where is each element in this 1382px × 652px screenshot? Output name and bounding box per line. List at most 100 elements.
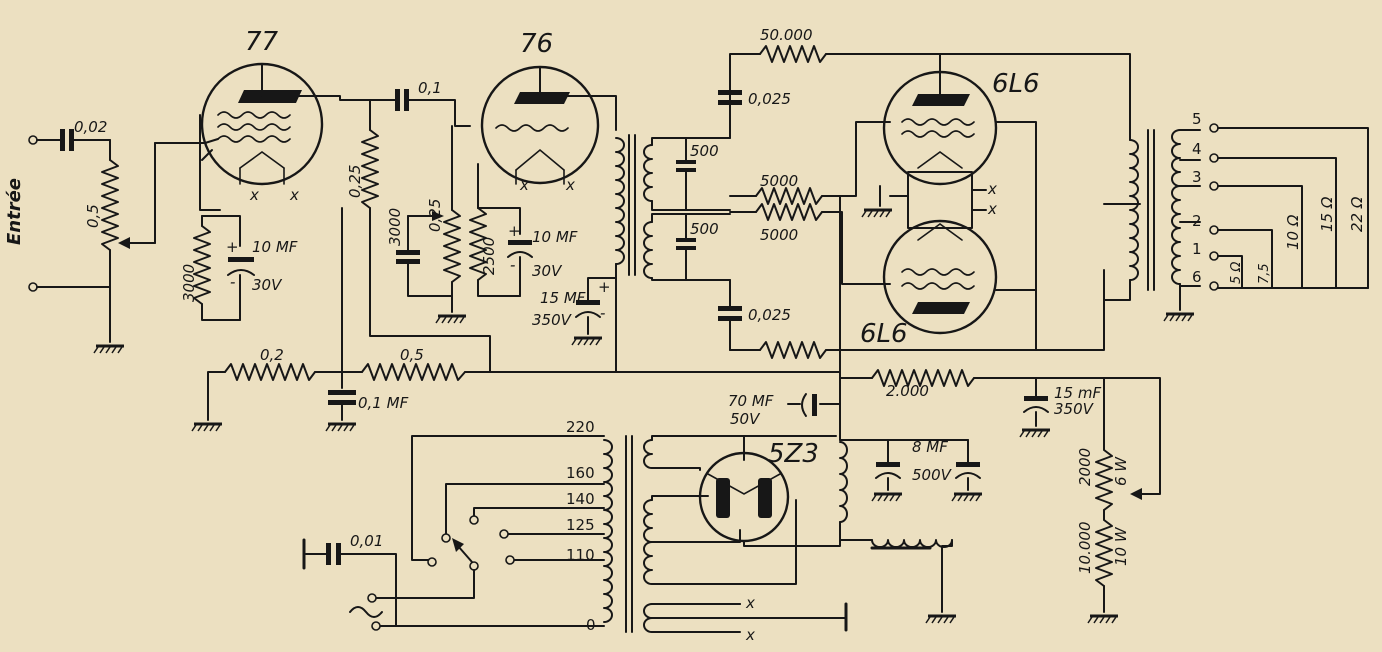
- heater-mark: x: [249, 186, 259, 204]
- label-r2000b: 2000: [1076, 448, 1094, 486]
- polarity-plus: +: [598, 278, 611, 296]
- impedance-label: 22 Ω: [1348, 196, 1366, 232]
- label-c15mf-b: 15 mF: [1054, 384, 1101, 402]
- bypass-capacitor-500-a: [676, 137, 696, 211]
- hv-rail: [973, 377, 1161, 495]
- tube-label-6l6-upper: 6L6: [992, 69, 1040, 99]
- screen-wire-77: [199, 114, 221, 211]
- cathode-bus: [907, 171, 973, 229]
- output-tap-4: [1179, 153, 1337, 289]
- tube-label-77: 77: [245, 27, 279, 57]
- output-tap-6: [1179, 281, 1369, 291]
- grid-wire-77: [154, 138, 219, 144]
- grid-resistor-5000-b: [755, 203, 823, 221]
- label-c10mf-a: 10 MF: [252, 238, 298, 256]
- polarity-minus: -: [510, 256, 515, 274]
- bypass-capacitor-500-b: [676, 213, 696, 281]
- anode-wire-77: [261, 63, 396, 101]
- mains-tap-label: 140: [566, 490, 595, 508]
- svg-text:3000: 3000: [180, 264, 198, 302]
- svg-text:Entrée: Entrée: [4, 178, 25, 245]
- feedback-wire: [825, 53, 1131, 141]
- heater-mark: x: [987, 180, 997, 198]
- ground-symbol: [434, 314, 468, 325]
- decoupling-wire: [207, 371, 226, 421]
- grid-wire: [821, 121, 891, 197]
- svg-text:5 Ω: 5 Ω: [1229, 262, 1244, 284]
- polarity-plus: +: [226, 238, 239, 256]
- output-transformer-secondary: [1171, 129, 1181, 311]
- label-r3000a: 3000: [180, 264, 198, 302]
- decoupling-capacitor-0-1mf: [328, 390, 356, 421]
- label-c50v: 50V: [730, 410, 761, 428]
- label-c10mf-b: 10 MF: [532, 228, 578, 246]
- impedance-label: 5 Ω: [1229, 262, 1244, 284]
- mains-tap-label: 220: [566, 418, 595, 436]
- feedback-capacitor-0-025-a: [718, 90, 742, 105]
- anode-wire-76: [539, 66, 617, 131]
- label-c350v-b: 350V: [1054, 400, 1095, 418]
- label-r5000a: 5000: [760, 172, 798, 190]
- filter-capacitor-8mf-b: [955, 439, 981, 491]
- label-c350v-a: 350V: [532, 311, 573, 329]
- svg-text:10 W: 10 W: [1112, 526, 1130, 566]
- polarity-minus: -: [230, 273, 235, 291]
- heater-mark: x: [987, 200, 997, 218]
- bias-capacitor-70mf: [787, 393, 841, 417]
- mains-symbol: [349, 606, 383, 618]
- ground-symbol: [1086, 614, 1120, 625]
- output-transformer-primary: [1103, 129, 1155, 301]
- mains-tap-label: 160: [566, 464, 595, 482]
- label-c0025b: 0,025: [748, 306, 791, 324]
- mains-capacitor-0-01: [302, 538, 397, 627]
- heater-mark: x: [565, 176, 575, 194]
- tube-5z3: [698, 435, 841, 547]
- svg-text:15 Ω: 15 Ω: [1318, 196, 1336, 232]
- cathode-resistor-3000-a: [193, 215, 241, 321]
- filter-capacitor-15mf-a: [575, 277, 603, 335]
- label-c01mf: 0,1 MF: [358, 394, 409, 412]
- output-tap-number: 6: [1192, 268, 1202, 286]
- impedance-label: 7,5: [1257, 263, 1272, 284]
- label-c500b: 500: [690, 220, 719, 238]
- ground-symbol: [870, 492, 904, 503]
- feedback-capacitor-0-025-b: [718, 279, 742, 351]
- label-c500v: 500V: [912, 466, 953, 484]
- svg-text:22 Ω: 22 Ω: [1348, 196, 1366, 232]
- label-c500a: 500: [690, 142, 719, 160]
- ground-symbol: [950, 492, 984, 503]
- label-r50000: 50.000: [760, 26, 813, 44]
- label-r10000: 10.000: [1076, 522, 1094, 575]
- filter-capacitor-15mf-b: [1023, 377, 1049, 427]
- cathode-capacitor-10mf-a: [227, 257, 255, 321]
- label-c0025a: 0,025: [748, 90, 791, 108]
- ground-symbol: [324, 422, 358, 433]
- ground-symbol: [190, 422, 224, 433]
- label-c001: 0,01: [350, 532, 383, 550]
- output-tap-3: [1179, 181, 1303, 289]
- heater-mark: x: [745, 594, 755, 612]
- label-r5000b: 5000: [760, 226, 798, 244]
- heater-mark: x: [519, 176, 529, 194]
- speaker-field-choke: [839, 539, 953, 613]
- impedance-label: 15 Ω: [1318, 196, 1336, 232]
- capacitor-3000: [396, 215, 453, 297]
- ground-symbol: [570, 336, 604, 347]
- mains-tap-label: 125: [566, 516, 595, 534]
- output-tap-number: 1: [1192, 240, 1202, 258]
- grid-resistor-5000-a: [755, 187, 823, 205]
- label-c002: 0,02: [74, 118, 107, 136]
- feedback-wire: [825, 269, 1105, 351]
- ground-symbol: [924, 614, 958, 625]
- svg-text:2000: 2000: [1076, 448, 1094, 486]
- mains-terminal: [367, 593, 377, 603]
- feedback-resistor-50000: [759, 45, 827, 63]
- label-r2000a: 2.000: [886, 382, 929, 400]
- svg-text:10 Ω: 10 Ω: [1284, 214, 1302, 250]
- output-tap-number: 3: [1192, 168, 1202, 186]
- svg-text:10.000: 10.000: [1076, 522, 1094, 575]
- plate-resistor-0-25: [361, 99, 491, 373]
- label-r10w: 10 W: [1112, 526, 1130, 566]
- output-tap-number: 4: [1192, 140, 1202, 158]
